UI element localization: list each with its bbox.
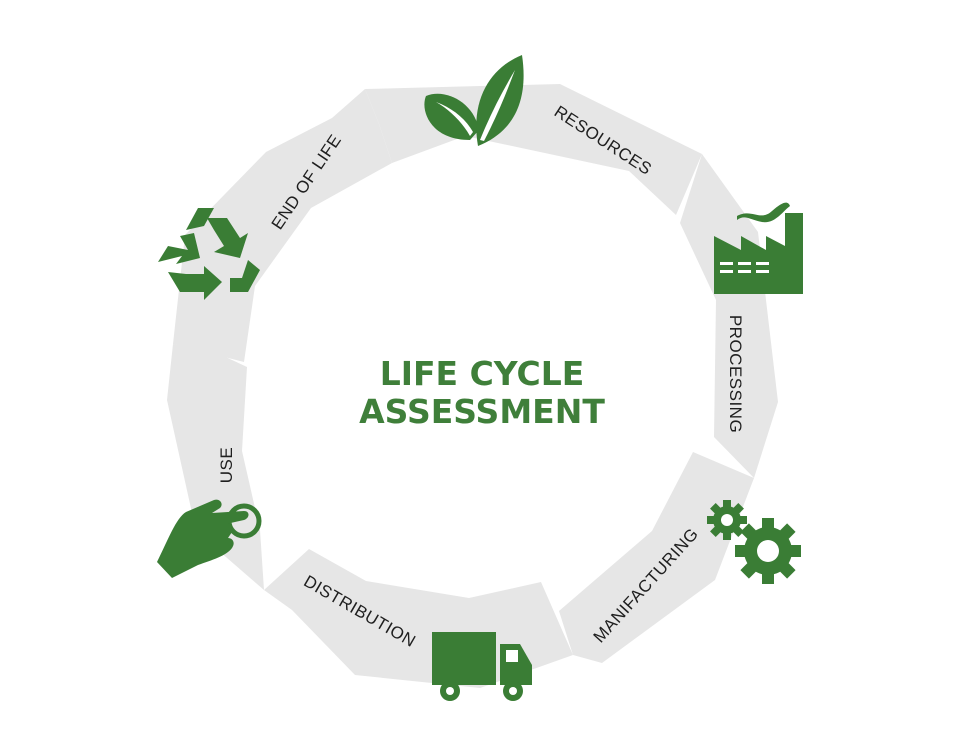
ring-segment-resources: [365, 84, 702, 215]
recycle-icon: [158, 208, 260, 300]
factory-icon: [714, 202, 803, 294]
hand-pointer-icon: [157, 499, 262, 578]
ring-segment-use: [167, 344, 264, 590]
stage-label-use: USE: [217, 447, 236, 483]
leaves-icon: [424, 55, 524, 146]
stage-label-processing: PROCESSING: [726, 315, 745, 433]
center-title-line2: ASSESSMENT: [359, 392, 605, 431]
ring-segment-end-of-life: [173, 89, 392, 362]
truck-icon: [432, 632, 532, 701]
center-title: LIFE CYCLE ASSESSMENT: [359, 354, 605, 431]
ring-segment-processing: [680, 154, 778, 478]
ring-segment-manifacturing: [559, 452, 754, 663]
center-title-line1: LIFE CYCLE: [380, 354, 585, 393]
